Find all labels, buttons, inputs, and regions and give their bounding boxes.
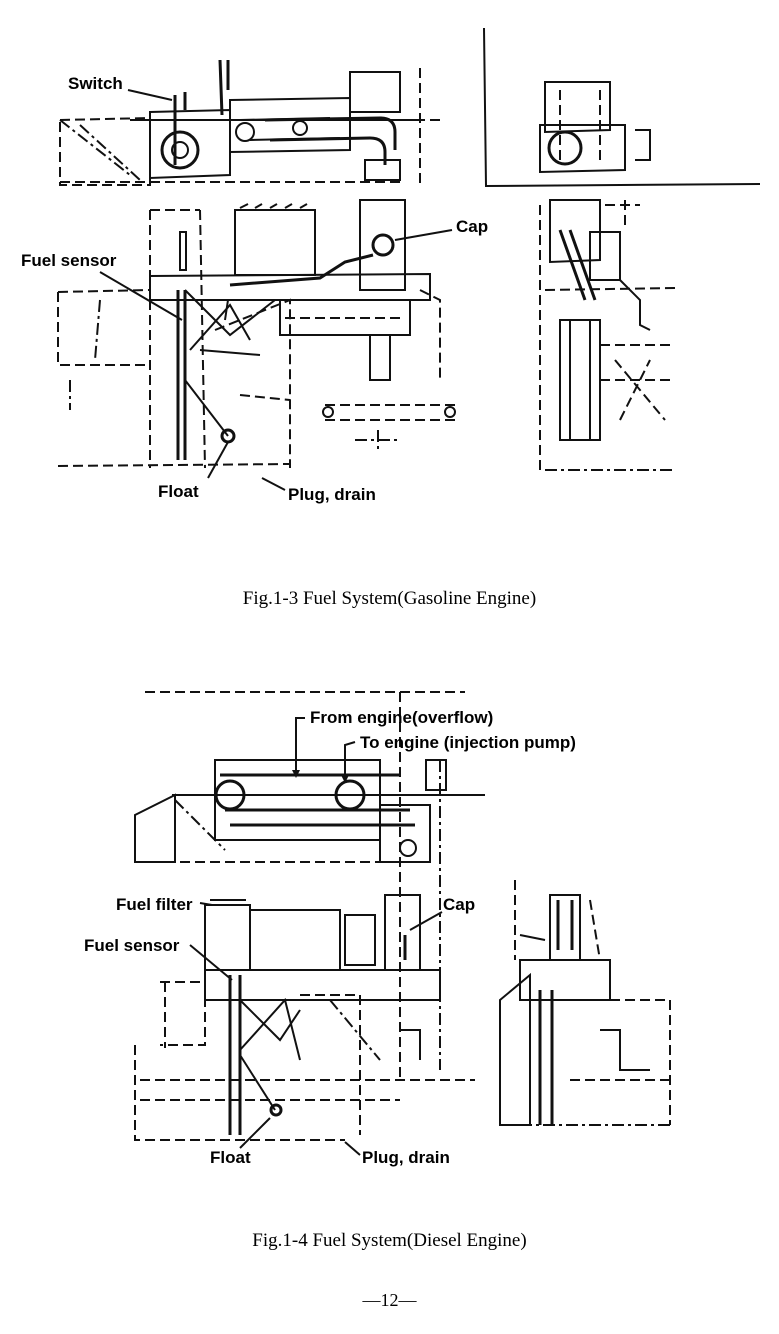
- label-cap: Cap: [456, 217, 488, 236]
- label-cap-diesel: Cap: [443, 895, 475, 914]
- label-plug-drain: Plug, drain: [288, 485, 376, 504]
- diesel-top-view: [134, 691, 485, 1080]
- label-plug-drain-diesel: Plug, drain: [362, 1148, 450, 1167]
- label-float: Float: [158, 482, 199, 501]
- fig-1-4-leaders: [189, 717, 443, 1156]
- figure-1-4-caption: Fig.1-4 Fuel System(Diesel Engine): [252, 1230, 527, 1251]
- fig-1-3-leaders: [99, 89, 453, 491]
- page-number: —12—: [362, 1290, 417, 1310]
- gasoline-side-view: [539, 199, 676, 471]
- gasoline-inset-box: [483, 27, 761, 188]
- label-fuel-sensor-diesel: Fuel sensor: [84, 936, 180, 955]
- label-to-engine: To engine (injection pump): [360, 733, 576, 752]
- label-fuel-sensor: Fuel sensor: [21, 251, 117, 270]
- label-fuel-filter: Fuel filter: [116, 895, 193, 914]
- diesel-side-view: [499, 880, 671, 1126]
- label-float-diesel: Float: [210, 1148, 251, 1167]
- label-from-engine: From engine(overflow): [310, 708, 493, 727]
- label-switch: Switch: [68, 74, 123, 93]
- figure-1-3-caption: Fig.1-3 Fuel System(Gasoline Engine): [242, 588, 537, 609]
- diesel-tank-view: [134, 894, 475, 1141]
- gasoline-top-view: [59, 59, 440, 186]
- gasoline-tank-view: [57, 199, 460, 469]
